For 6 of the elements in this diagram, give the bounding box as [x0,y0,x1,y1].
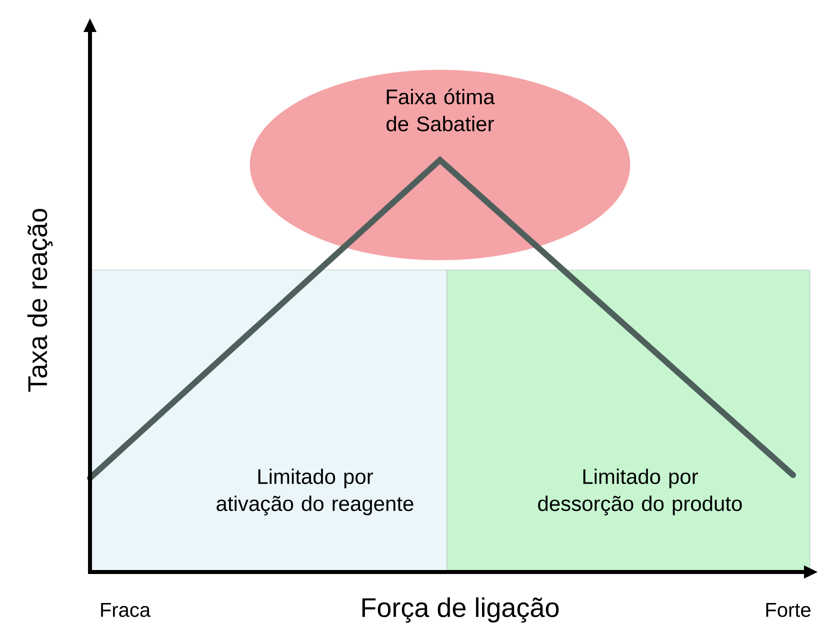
region-box: Limitado por ativação do reagente [90,270,448,572]
axis-end-label: Forte [766,603,810,617]
region-box: Limitado por dessorção do produto [446,270,810,572]
axis-title: Força de ligação [362,597,559,623]
axis-end-label: Fraca [101,603,151,617]
axis-title: Taxa de reação [27,208,53,392]
